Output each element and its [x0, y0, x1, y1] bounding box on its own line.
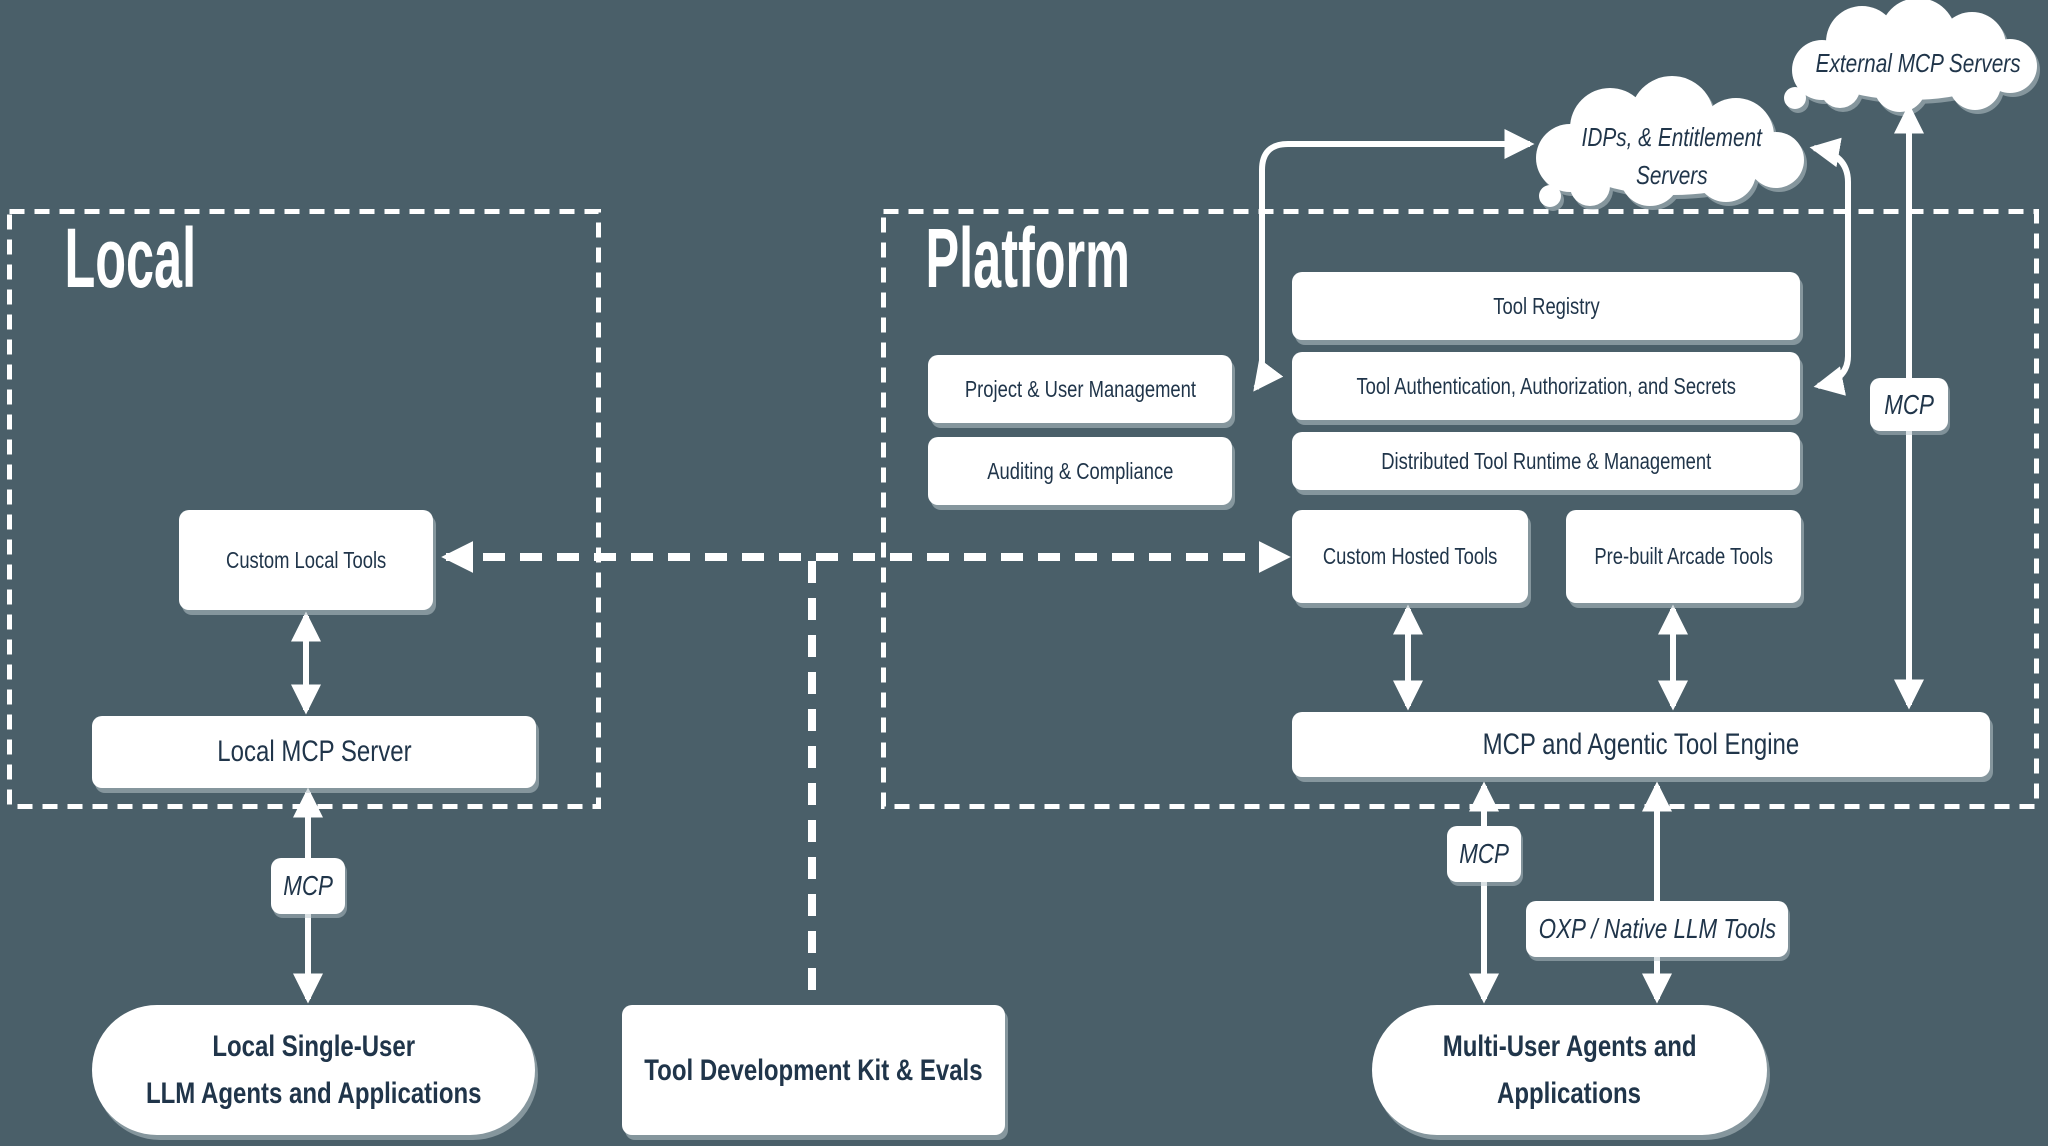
local-agents-pill: Local Single-User LLM Agents and Applica…	[92, 1005, 535, 1135]
distributed-runtime-node: Distributed Tool Runtime & Management	[1292, 432, 1800, 490]
mcp-chip-external: MCP	[1870, 378, 1948, 431]
prebuilt-arcade-tools-label: Pre-built Arcade Tools	[1594, 543, 1773, 569]
custom-local-tools-node: Custom Local Tools	[179, 510, 433, 610]
custom-hosted-tools-node: Custom Hosted Tools	[1292, 510, 1528, 603]
local-mcp-server-node: Local MCP Server	[92, 716, 536, 788]
tool-registry-label: Tool Registry	[1492, 292, 1600, 319]
tool-authentication-label: Tool Authentication, Authorization, and …	[1356, 372, 1736, 399]
local-agents-line1: Local Single-User	[212, 1030, 415, 1063]
local-mcp-server-label: Local MCP Server	[216, 735, 412, 768]
external-cloud-label: External MCP Servers	[1815, 48, 2021, 78]
custom-local-tools-label: Custom Local Tools	[225, 546, 387, 573]
multi-user-agents-line1: Multi-User Agents and	[1442, 1030, 1697, 1063]
idps-cloud-line1: IDPs, & Entitlement	[1581, 122, 1763, 152]
idps-cloud-text: IDPs, & Entitlement Servers	[1552, 118, 1792, 194]
local-section-title-text: Local	[64, 211, 197, 305]
mcp-chip-external-label: MCP	[1884, 388, 1934, 420]
project-user-management-label: Project & User Management	[964, 375, 1196, 402]
distributed-runtime-label: Distributed Tool Runtime & Management	[1380, 447, 1711, 474]
idps-cloud-line2: Servers	[1636, 160, 1708, 190]
mcp-chip-agents: MCP	[1447, 826, 1521, 882]
idps-entitlement-cloud	[1536, 76, 1804, 207]
external-mcp-servers-cloud	[1784, 0, 2037, 112]
oxp-native-llm-tools-chip: OXP / Native LLM Tools	[1526, 901, 1788, 957]
arrow-project-user-management-idps-cloud	[1253, 129, 1535, 392]
tool-authentication-node: Tool Authentication, Authorization, and …	[1292, 352, 1800, 420]
tool-dev-kit-node: Tool Development Kit & Evals	[622, 1005, 1005, 1135]
mcp-chip-agents-label: MCP	[1459, 838, 1509, 869]
mcp-chip-local-label: MCP	[283, 870, 333, 901]
tool-registry-node: Tool Registry	[1292, 272, 1800, 340]
local-section-title: Local	[48, 216, 213, 300]
local-agents-line2: LLM Agents and Applications	[145, 1077, 482, 1110]
auditing-compliance-label: Auditing & Compliance	[986, 457, 1174, 484]
mcp-agentic-tool-engine-label: MCP and Agentic Tool Engine	[1482, 727, 1800, 761]
mcp-agentic-tool-engine-node: MCP and Agentic Tool Engine	[1292, 712, 1990, 777]
platform-section-title: Platform	[900, 216, 1156, 300]
arrow-idps-cloud-tool-authentication	[1809, 137, 1851, 396]
external-cloud-text: External MCP Servers	[1790, 44, 2030, 82]
oxp-native-llm-tools-label: OXP / Native LLM Tools	[1538, 913, 1776, 944]
tool-dev-kit-label: Tool Development Kit & Evals	[644, 1053, 983, 1087]
multi-user-agents-pill: Multi-User Agents and Applications	[1372, 1005, 1767, 1135]
multi-user-agents-line2: Applications	[1497, 1077, 1642, 1110]
platform-section-title-text: Platform	[925, 211, 1130, 305]
custom-hosted-tools-label: Custom Hosted Tools	[1322, 543, 1498, 569]
auditing-compliance-node: Auditing & Compliance	[928, 437, 1232, 505]
mcp-chip-local: MCP	[271, 858, 345, 914]
prebuilt-arcade-tools-node: Pre-built Arcade Tools	[1566, 510, 1801, 603]
project-user-management-node: Project & User Management	[928, 355, 1232, 423]
